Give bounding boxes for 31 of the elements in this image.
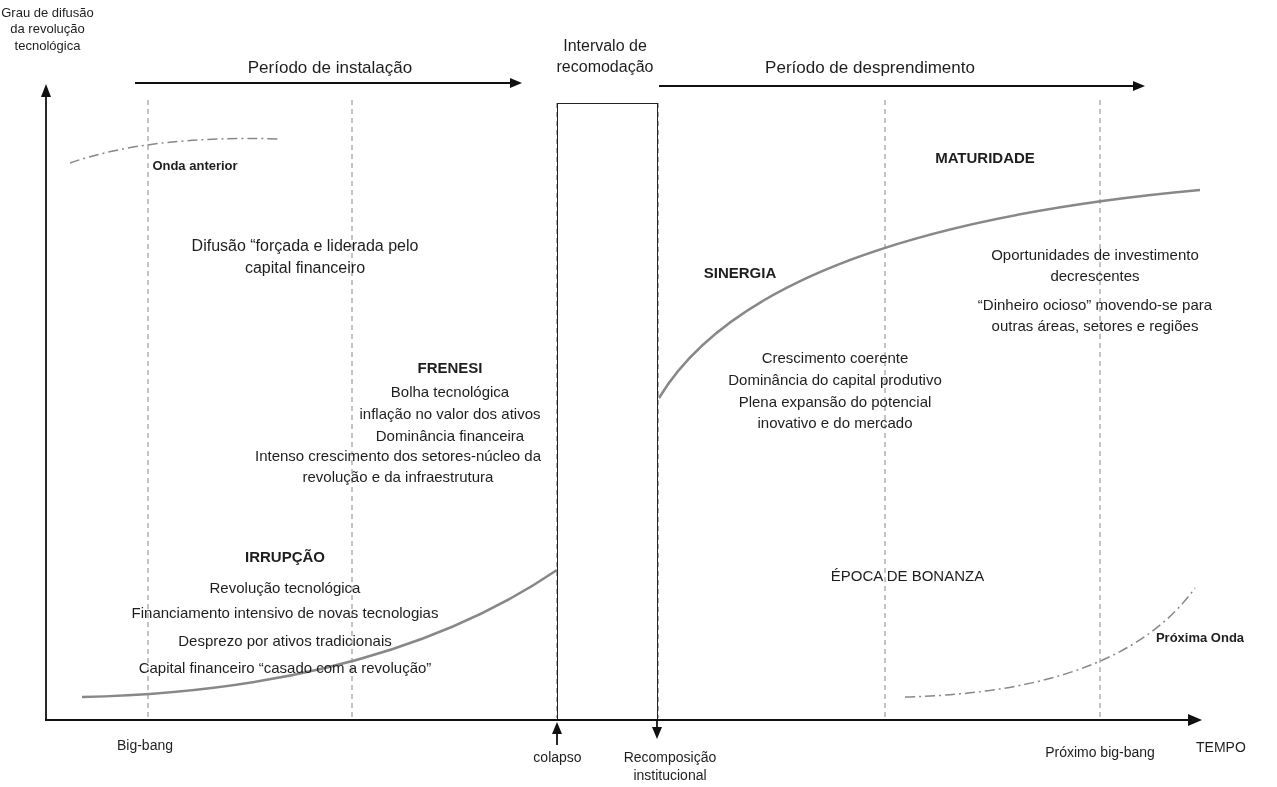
phase-description: Difusão “forçada e liderada pelo capital financeiro [190, 236, 420, 279]
axis-label: Próximo big-bang [1044, 744, 1156, 762]
axis-label: TEMPO [1196, 739, 1247, 757]
phase-description: ÉPOCA DE BONANZA [829, 566, 986, 586]
phase-title: MATURIDADE [934, 149, 1036, 168]
interval-title: Intervalo de recomodação [555, 36, 655, 77]
phase-description: Intenso crescimento dos setores-núcleo da revolução e da infraestrutura [254, 446, 542, 487]
phase-description: Dominância financeira [374, 426, 526, 446]
phase-description: “Dinheiro ocioso” movendo-se para outras áreas, setores e regiões [976, 295, 1214, 336]
axis-label: Recomposição institucional [622, 749, 718, 784]
period-label: Período de instalação [246, 58, 414, 79]
period-label: Período de desprendimento [764, 58, 976, 79]
phase-description: Oportunidades de investimento decrescentes [990, 245, 1200, 286]
interval-box [557, 103, 658, 719]
phase-description: Crescimento coerente [760, 348, 910, 368]
phase-description: Dominância do capital produtivo [727, 370, 943, 390]
axis-label: Big-bang [115, 737, 174, 755]
phase-description: Desprezo por ativos tradicionais [177, 631, 393, 651]
phase-title: FRENESI [416, 359, 484, 378]
phase-description: Financiamento intensivo de novas tecnologias [130, 603, 440, 623]
phase-title: SINERGIA [702, 264, 778, 283]
phase-description: Plena expansão do potencial inovativo e do mercado [737, 392, 933, 433]
phase-title: Onda anterior [151, 158, 239, 175]
axis-label: Grau de difusão da revolução tecnológica [0, 5, 95, 54]
phase-description: Revolução tecnológica [208, 578, 362, 598]
axis-label: colapso [532, 749, 583, 767]
phase-description: Bolha tecnológica [389, 382, 511, 402]
phase-title: Próxima Onda [1154, 630, 1246, 647]
phase-description: Capital financeiro “casado com a revolução” [137, 658, 433, 678]
phase-description: inflação no valor dos ativos [358, 404, 542, 424]
phase-title: IRRUPÇÃO [244, 548, 326, 567]
